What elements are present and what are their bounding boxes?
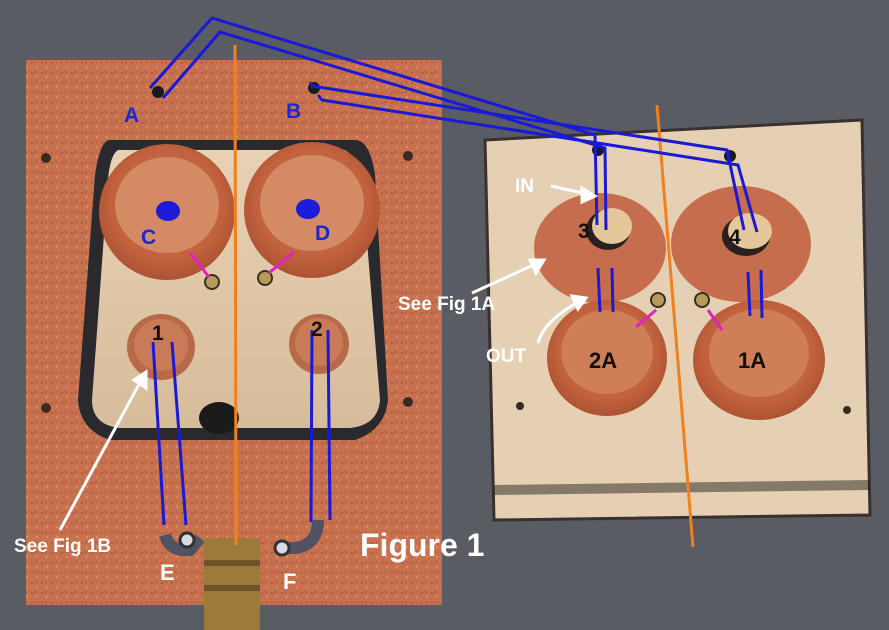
label-see-fig-1b: See Fig 1B [14, 536, 111, 557]
label-cup-2a: 2A [589, 348, 617, 373]
label-out: OUT [486, 346, 527, 367]
label-in: IN [515, 176, 534, 197]
label-c: C [141, 226, 156, 249]
cut-lines [233, 44, 695, 548]
blue-tubing [148, 16, 764, 526]
label-see-fig-1a: See Fig 1A [398, 294, 495, 315]
label-cup-1a: 1A [738, 348, 766, 373]
cut-line-right [655, 104, 695, 548]
label-cup-4: 4 [729, 226, 741, 249]
label-d: D [315, 222, 330, 245]
label-cup-1: 1 [152, 322, 164, 345]
label-cup-3: 3 [578, 220, 590, 243]
label-e: E [160, 560, 175, 585]
labels: A B C D E F 1 2 3 4 2A 1A IN OUT See Fig… [14, 100, 766, 594]
right-cups [534, 186, 825, 420]
left-fittings [188, 250, 295, 290]
callout-arrows [58, 184, 599, 531]
left-upper-cups [99, 142, 380, 280]
label-a: A [124, 104, 139, 127]
port-d-dot [296, 199, 320, 219]
right-wood-board [483, 118, 872, 522]
label-b: B [286, 100, 301, 123]
label-f: F [283, 569, 296, 594]
figure-title: Figure 1 [360, 527, 484, 563]
cut-line-left [233, 44, 238, 546]
left-lower-cups [127, 314, 349, 434]
label-cup-2: 2 [311, 318, 323, 341]
port-c-dot [156, 201, 180, 221]
bottom-fittings [159, 519, 324, 630]
